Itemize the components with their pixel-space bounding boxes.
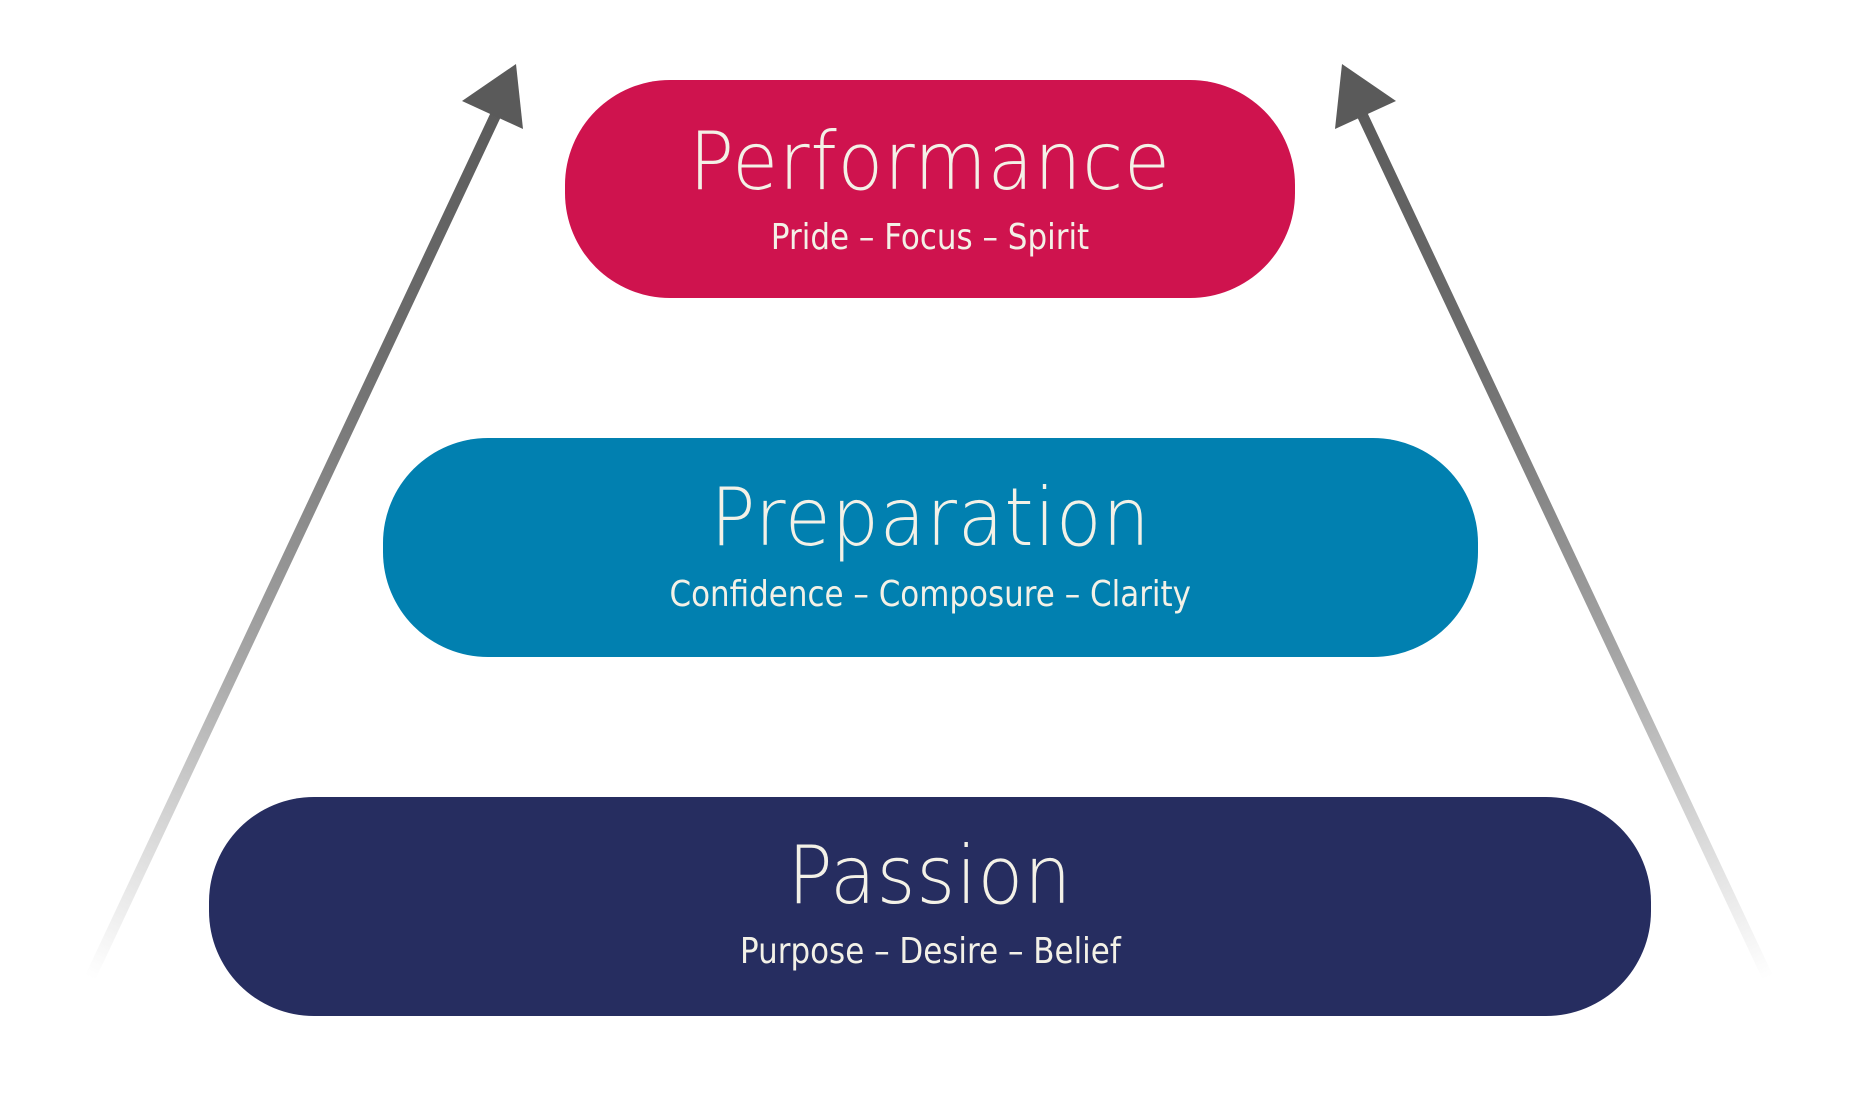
tier-subtitle-text: Confidence – Composure – Clarity <box>669 574 1192 615</box>
tier-performance: Performance Pride – Focus – Spirit <box>565 80 1295 298</box>
tier-title-text: Preparation <box>710 471 1151 564</box>
tier-subtitle-text: Pride – Focus – Spirit <box>770 217 1090 258</box>
left-arrow-head-icon <box>462 64 523 129</box>
tier-title-text: Performance <box>689 115 1171 208</box>
tier-subtitle: Pride – Focus – Spirit <box>565 220 1295 256</box>
right-arrow-shaft <box>1354 104 1774 984</box>
left-arrow <box>84 64 523 984</box>
tier-title: Performance <box>565 122 1295 202</box>
tier-passion: Passion Purpose – Desire – Belief <box>209 797 1651 1016</box>
tier-title: Passion <box>209 836 1651 916</box>
tier-subtitle: Confidence – Composure – Clarity <box>383 577 1478 613</box>
tier-subtitle-text: Purpose – Desire – Belief <box>739 931 1121 972</box>
left-arrow-shaft <box>84 104 504 984</box>
tier-subtitle: Purpose – Desire – Belief <box>209 934 1651 970</box>
right-arrow <box>1335 64 1774 984</box>
tier-title: Preparation <box>383 478 1478 558</box>
tier-preparation: Preparation Confidence – Composure – Cla… <box>383 438 1478 657</box>
tier-title-text: Passion <box>787 829 1073 922</box>
right-arrow-head-icon <box>1335 64 1396 129</box>
